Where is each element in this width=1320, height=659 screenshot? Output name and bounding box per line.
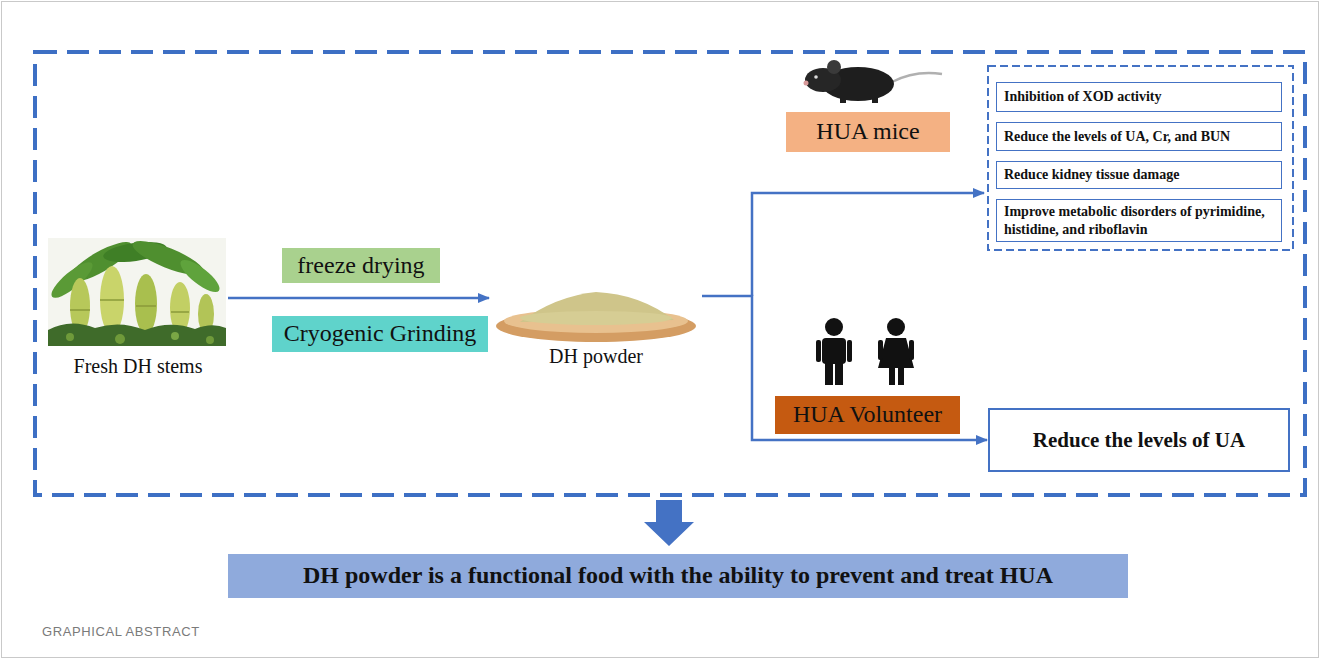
node-text: Reduce the levels of UA [1033,428,1245,453]
people-icon-part [835,360,843,385]
results-dashed-frame [988,66,1293,250]
people-icon-part [898,366,904,385]
plant-photo-part [66,333,74,341]
node-text: Cryogenic Grinding [284,320,477,348]
figure-tag: GRAPHICAL ABSTRACT [42,624,200,639]
node-text: Inhibition of XOD activity [1004,88,1162,106]
branch-line [752,193,984,296]
connector-layer [228,296,987,440]
people-icon-part [887,318,905,336]
plant-photo-part [115,334,125,344]
plant-photo-part [70,300,189,312]
people-icon-part [878,340,883,360]
plant-photo-part [48,238,226,346]
node-text: HUA mice [816,118,919,146]
plant-photo-part [135,274,157,334]
result-box: Reduce the levels of UA [988,408,1290,472]
powder-plate-part [520,311,672,325]
step-box: freeze drying [282,248,440,284]
node-text: Improve metabolic disorders of pyrimidin… [1004,203,1274,238]
people-icon-part [909,340,914,360]
mouse-icon-part [892,73,942,82]
node-text: freeze drying [297,252,424,280]
result-box: Improve metabolic disorders of pyrimidin… [996,199,1282,242]
node-text: Reduce the levels of UA, Cr, and BUN [1004,128,1230,146]
mouse-icon [804,60,943,103]
mouse-icon-part [872,98,878,103]
node-text: HUA Volunteer [793,401,942,429]
people-icon-part [825,318,843,336]
step-box: Cryogenic Grinding [272,316,489,352]
flow-arrow [228,297,489,300]
node-text: DH powder is a functional food with the … [303,562,1053,590]
down-arrow [644,500,694,546]
mouse-icon-part [827,60,841,74]
photo-figure: DH powder [490,222,702,368]
plant-photo-part [48,323,226,346]
people-icon-part [878,338,914,368]
mouse-icon-part [814,75,818,79]
mouse-icon-part [804,81,809,86]
conclusion-band: DH powder is a functional food with the … [228,554,1128,598]
plant-photo-part [171,332,179,340]
plant-photo [47,234,226,346]
powder-plate [496,292,696,342]
outer-dashed-frame [35,52,1305,495]
result-box: Inhibition of XOD activity [996,82,1282,112]
node-text: Reduce kidney tissue damage [1004,166,1179,184]
result-box: Reduce the levels of UA, Cr, and BUN [996,122,1282,151]
node-text: Fresh DH stems [74,354,203,378]
result-box: Reduce kidney tissue damage [996,161,1282,189]
mouse-icon-part [840,98,846,103]
people-icon-part [816,340,821,362]
people-icon [816,318,914,385]
people-icon-part [825,360,833,385]
people-icon-part [847,340,852,362]
plant-photo-part [206,336,214,344]
group-box: HUA Volunteer [775,396,960,434]
node-text: DH powder [549,344,643,368]
flow-arrow [702,296,987,440]
group-box: HUA mice [786,112,950,152]
photo-figure: Fresh DH stems [48,236,228,378]
people-icon-part [889,366,895,385]
